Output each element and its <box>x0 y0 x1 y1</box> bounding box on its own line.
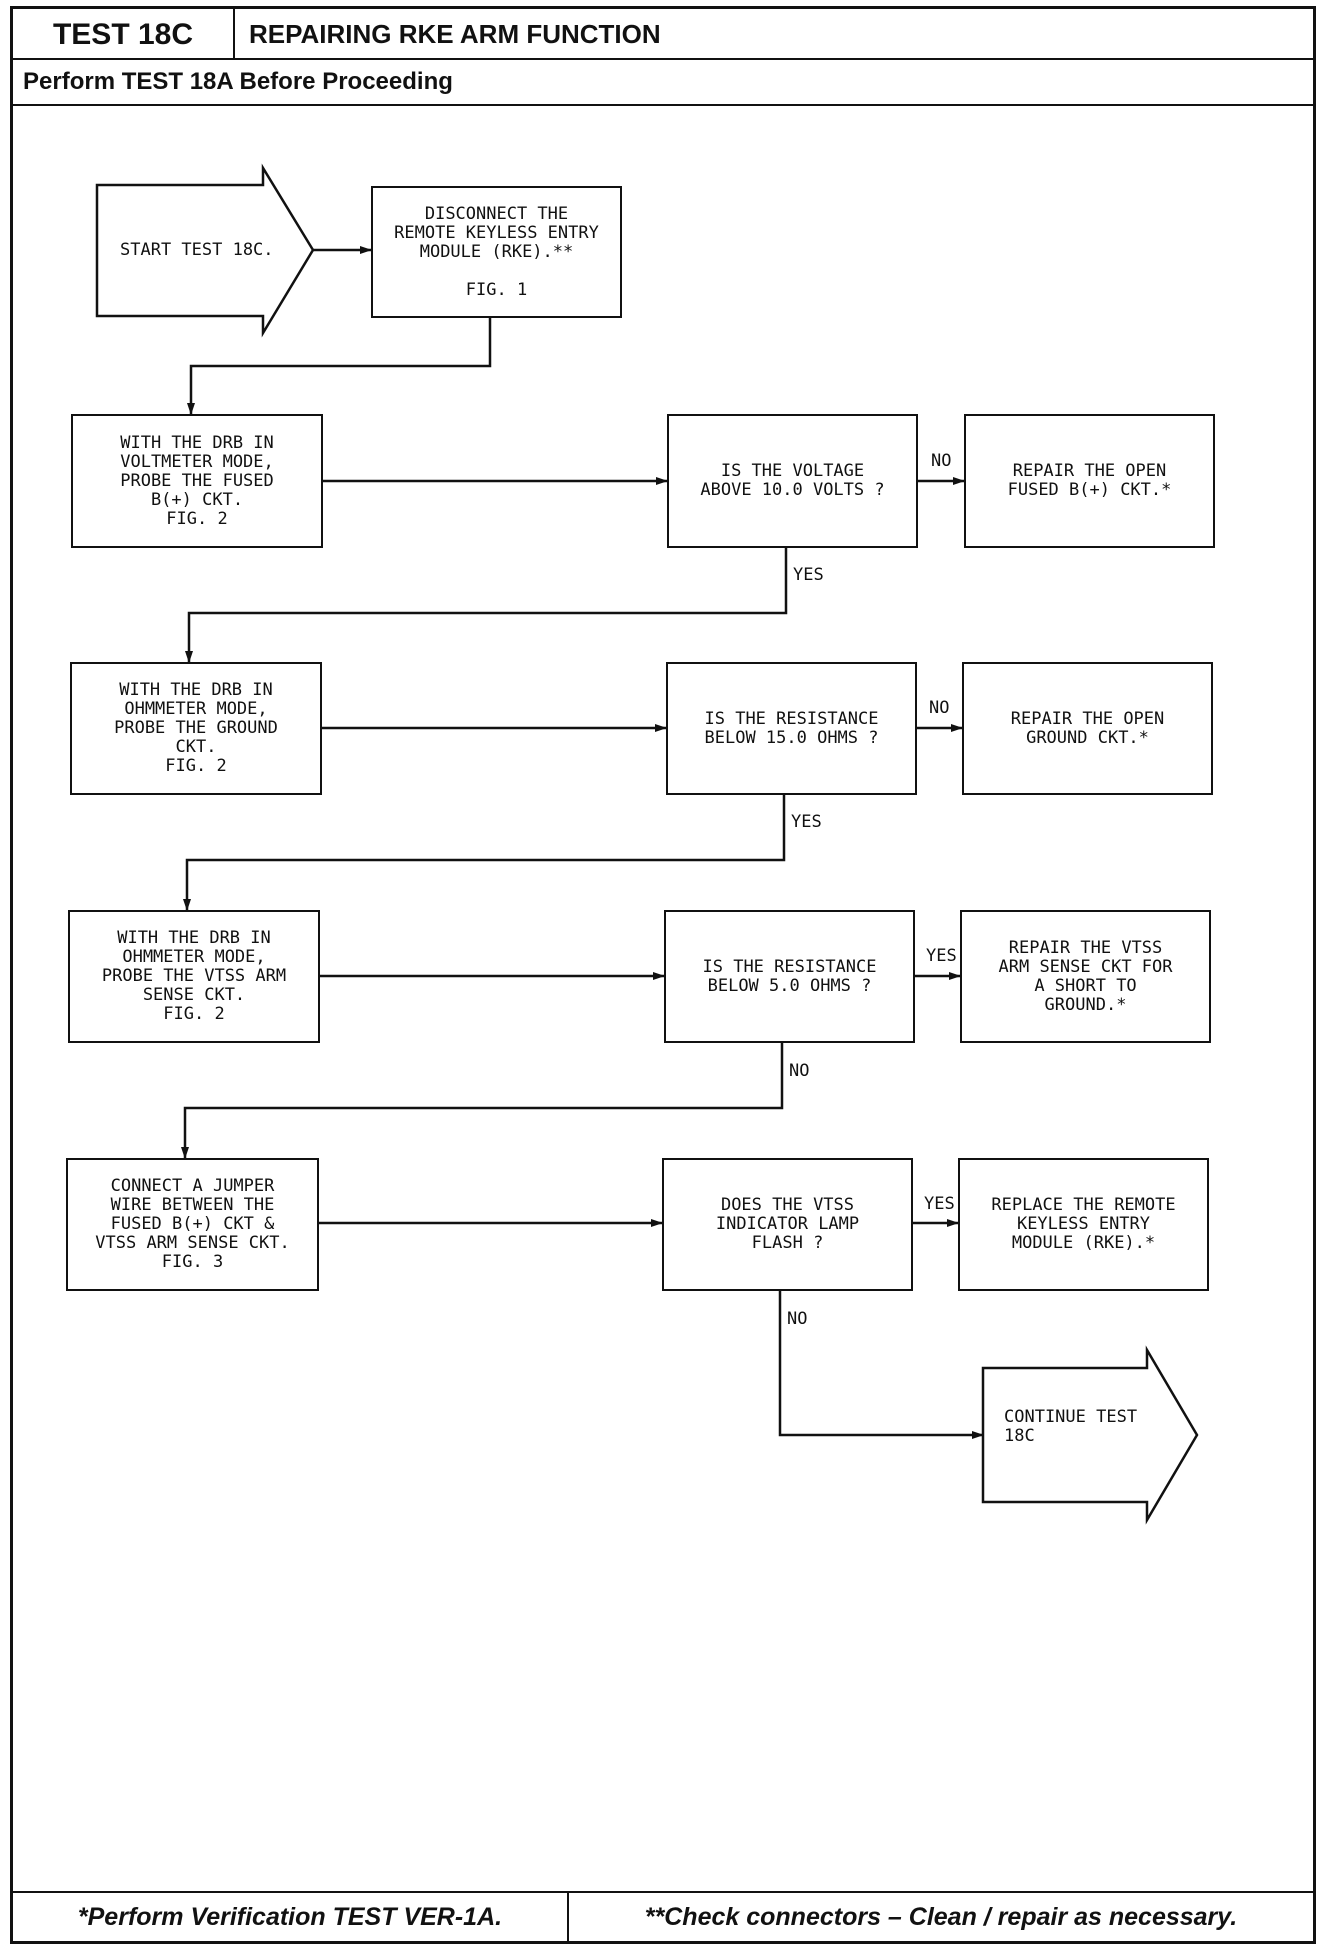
ohmmeter-ground-text: WITH THE DRB IN OHMMETER MODE, PROBE THE… <box>114 680 278 776</box>
resistance-15-decision: IS THE RESISTANCE BELOW 15.0 OHMS ? <box>666 662 917 795</box>
diagnostic-sheet: TEST 18C REPAIRING RKE ARM FUNCTION Perf… <box>10 6 1316 1944</box>
footer: *Perform Verification TEST VER-1A. **Che… <box>13 1891 1313 1941</box>
edge-qres5-jumper <box>181 1043 784 1159</box>
ohmmeter-vtss-text: WITH THE DRB IN OHMMETER MODE, PROBE THE… <box>101 928 287 1024</box>
branch-label-yes: YES <box>791 812 822 832</box>
edge-qres15-ohmvtss <box>183 795 786 911</box>
branch-label-no: NO <box>931 451 952 471</box>
edge-disconnect-voltmeter <box>187 318 492 415</box>
edge-qvoltage-ohmground <box>185 548 788 663</box>
ohmmeter-vtss-step: WITH THE DRB IN OHMMETER MODE, PROBE THE… <box>68 910 320 1043</box>
branch-label-no: NO <box>789 1061 810 1081</box>
continue-arrow-shape <box>981 1345 1199 1525</box>
branch-label-yes: YES <box>924 1194 955 1214</box>
ohmmeter-ground-step: WITH THE DRB IN OHMMETER MODE, PROBE THE… <box>70 662 322 795</box>
start-arrow-shape <box>95 163 315 338</box>
repair-fused-ckt-text: REPAIR THE OPEN FUSED B(+) CKT.* <box>1007 461 1172 500</box>
voltage-decision-text: IS THE VOLTAGE ABOVE 10.0 VOLTS ? <box>700 461 885 500</box>
start-terminal: START TEST 18C. <box>120 240 274 260</box>
footnote-verification: *Perform Verification TEST VER-1A. <box>13 1893 569 1941</box>
lamp-flash-decision: DOES THE VTSS INDICATOR LAMP FLASH ? <box>662 1158 913 1291</box>
header-row: TEST 18C REPAIRING RKE ARM FUNCTION <box>13 9 1313 60</box>
branch-label-no: NO <box>929 698 950 718</box>
branch-label-yes: YES <box>793 565 824 585</box>
page-title: REPAIRING RKE ARM FUNCTION <box>249 19 661 49</box>
jumper-wire-text: CONNECT A JUMPER WIRE BETWEEN THE FUSED … <box>95 1176 290 1272</box>
resistance-15-text: IS THE RESISTANCE BELOW 15.0 OHMS ? <box>704 708 879 748</box>
repair-ground-ckt: REPAIR THE OPEN GROUND CKT.* <box>962 662 1213 795</box>
edge-qlamp-continue <box>778 1291 984 1439</box>
branch-label-yes: YES <box>926 946 957 966</box>
repair-fused-ckt: REPAIR THE OPEN FUSED B(+) CKT.* <box>964 414 1215 548</box>
footnote-connectors: **Check connectors – Clean / repair as n… <box>644 1902 1238 1931</box>
repair-vtss-ckt-text: REPAIR THE VTSS ARM SENSE CKT FOR A SHOR… <box>998 937 1173 1015</box>
voltage-decision: IS THE VOLTAGE ABOVE 10.0 VOLTS ? <box>667 414 918 548</box>
voltmeter-probe-text: WITH THE DRB IN VOLTMETER MODE, PROBE TH… <box>120 432 274 529</box>
lamp-flash-text: DOES THE VTSS INDICATOR LAMP FLASH ? <box>715 1195 860 1253</box>
resistance-5-decision: IS THE RESISTANCE BELOW 5.0 OHMS ? <box>664 910 915 1043</box>
repair-ground-ckt-text: REPAIR THE OPEN GROUND CKT.* <box>1010 708 1165 748</box>
replace-rke-module: REPLACE THE REMOTE KEYLESS ENTRY MODULE … <box>958 1158 1209 1291</box>
voltmeter-probe-step: WITH THE DRB IN VOLTMETER MODE, PROBE TH… <box>71 414 323 548</box>
repair-vtss-ckt: REPAIR THE VTSS ARM SENSE CKT FOR A SHOR… <box>960 910 1211 1043</box>
resistance-5-text: IS THE RESISTANCE BELOW 5.0 OHMS ? <box>702 956 877 996</box>
test-id: TEST 18C <box>13 9 235 60</box>
continue-terminal: CONTINUE TEST 18C <box>1004 1407 1138 1446</box>
prerequisite-note: Perform TEST 18A Before Proceeding <box>13 60 1313 106</box>
replace-rke-text: REPLACE THE REMOTE KEYLESS ENTRY MODULE … <box>991 1195 1176 1253</box>
jumper-wire-step: CONNECT A JUMPER WIRE BETWEEN THE FUSED … <box>66 1158 319 1291</box>
disconnect-rke-text: DISCONNECT THE REMOTE KEYLESS ENTRY MODU… <box>394 203 599 300</box>
branch-label-no: NO <box>787 1309 808 1329</box>
disconnect-rke-step: DISCONNECT THE REMOTE KEYLESS ENTRY MODU… <box>371 186 622 318</box>
